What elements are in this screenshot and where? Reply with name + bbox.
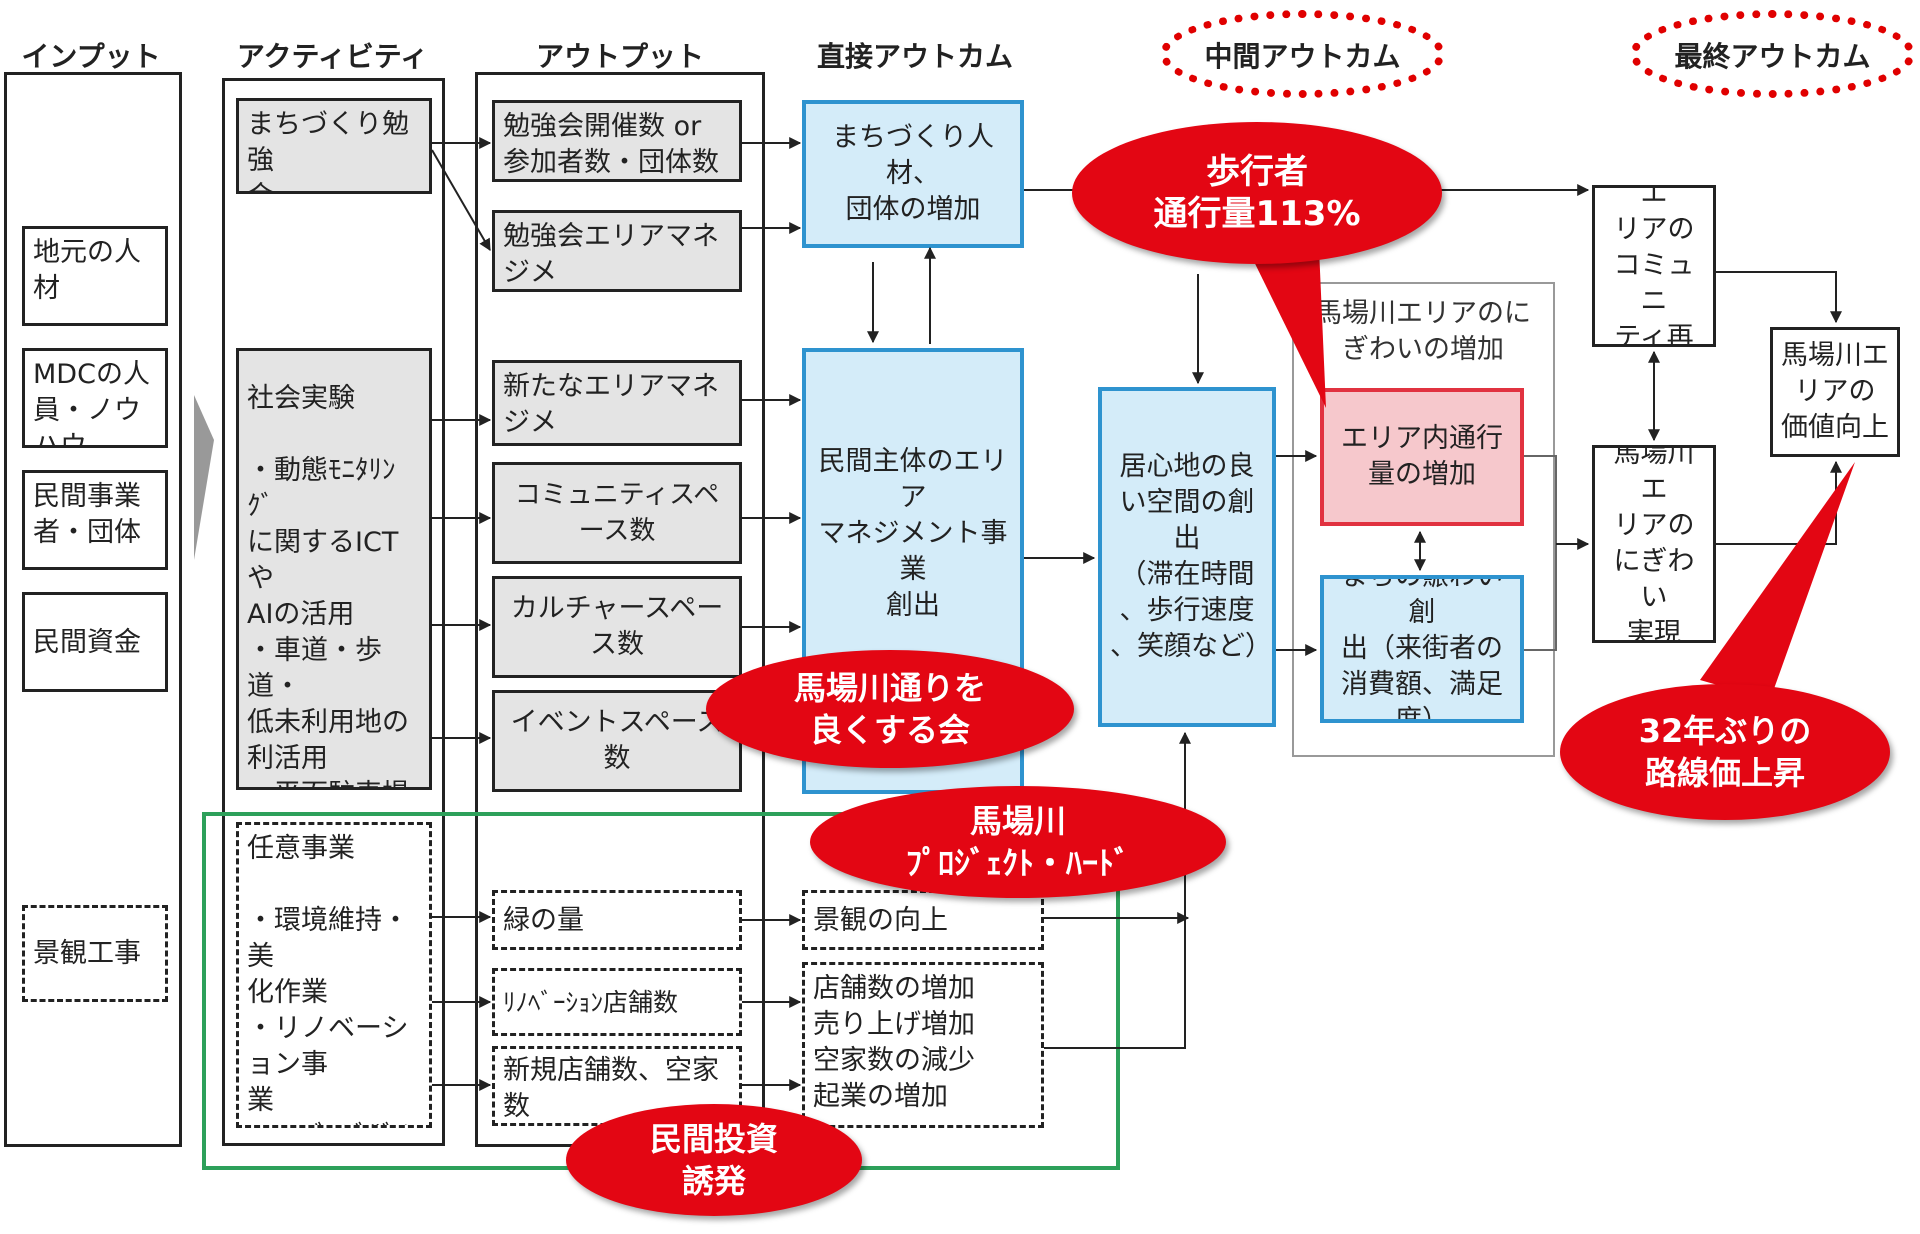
input-chevron [194,395,214,560]
header-direct-outcome: 直接アウトカム [816,40,1013,73]
output-community-space: コミュニティスペース数 [492,462,742,564]
header-output: アウトプット [535,40,704,73]
intermediate-vibrancy: まちの賑わい創 出（来街者の 消費額、満足 度） [1320,575,1524,723]
input-private-business: 民間事業 者・団体 [22,470,168,570]
final-community-revival: 馬場川エ リアの コミュニ ティ再生 [1592,185,1716,347]
output-culture-space: カルチャースペース数 [492,576,742,678]
final-outcome-highlight [1630,10,1915,98]
final-lively-realization: 馬場川エ リアの にぎわい 実現 [1592,445,1716,643]
final-value-up: 馬場川エ リアの 価値向上 [1770,327,1900,457]
input-private-funds: 民間資金 [22,592,168,692]
direct-shops-increase: 店舗数の増加 売り上げ増加 空家数の減少 起業の増加 [802,962,1044,1128]
callout-land-price-rise: 32年ぶりの 路線価上昇 [1560,684,1890,820]
output-new-shops-vacancies: 新規店舗数、空家 数 [492,1046,742,1126]
activity-optional-projects: 任意事業 ・環境維持・美 化作業 ・リノベーション事 業 ・ｱｰﾊﾞﾝﾃﾞｻﾞｲ… [236,822,432,1128]
header-input: インプット [21,40,161,73]
header-activity: アクティビティ [236,40,429,73]
output-green-amount: 緑の量 [492,890,742,950]
intermediate-group-frame [1292,282,1555,757]
intermediate-comfortable-space: 居心地の良 い空間の創 出 （滞在時間 、歩行速度 、笑顔など） [1098,387,1276,727]
header-final-outcome: 最終アウトカム [1674,40,1871,73]
output-new-area-management: 新たなエリアマネジメ ンのきっかけづくり数 [492,360,742,446]
output-proposal-count: 勉強会エリアマネジメ ントの事業提案数 [492,210,742,292]
output-event-space: イベントスペース数 [492,690,742,792]
callout-street-association: 馬場川通りを 良くする会 [706,650,1074,768]
input-local-talent: 地元の人 材 [22,226,168,326]
activity-study-session: まちづくり勉強 会 [236,98,432,194]
activity-social-experiment: 社会実験 ・動態ﾓﾆﾀﾘﾝｸﾞ に関するICTや AIの活用 ・車道・歩道・ 低… [236,348,432,790]
output-renovation-shops: ﾘﾉﾍﾞｰｼｮﾝ店舗数 [492,968,742,1036]
input-mdc: MDCの人 員・ノウハウ [22,348,168,448]
input-landscape-work: 景観工事 [22,905,168,1002]
intermediate-outcome-highlight [1160,10,1445,98]
direct-landscape-improvement: 景観の向上 [802,890,1044,950]
input-column [4,72,182,1147]
intermediate-traffic-increase: エリア内通行 量の増加 [1320,388,1524,526]
output-study-count: 勉強会開催数 or 参加者数・団体数 [492,100,742,182]
callout-pedestrian-traffic: 歩行者 通行量113% [1072,122,1442,264]
activity-column [222,78,445,1146]
direct-talent-increase: まちづくり人材、 団体の増加 [802,100,1024,248]
callout-project-hard: 馬場川 ﾌﾟﾛｼﾞｪｸﾄ・ﾊｰﾄﾞ [810,786,1226,898]
header-intermediate-outcome: 中間アウトカム [1204,40,1401,73]
callout-private-investment: 民間投資 誘発 [566,1104,862,1216]
intermediate-group-label: 馬場川エリアのに ぎわいの増加 [1315,298,1531,365]
